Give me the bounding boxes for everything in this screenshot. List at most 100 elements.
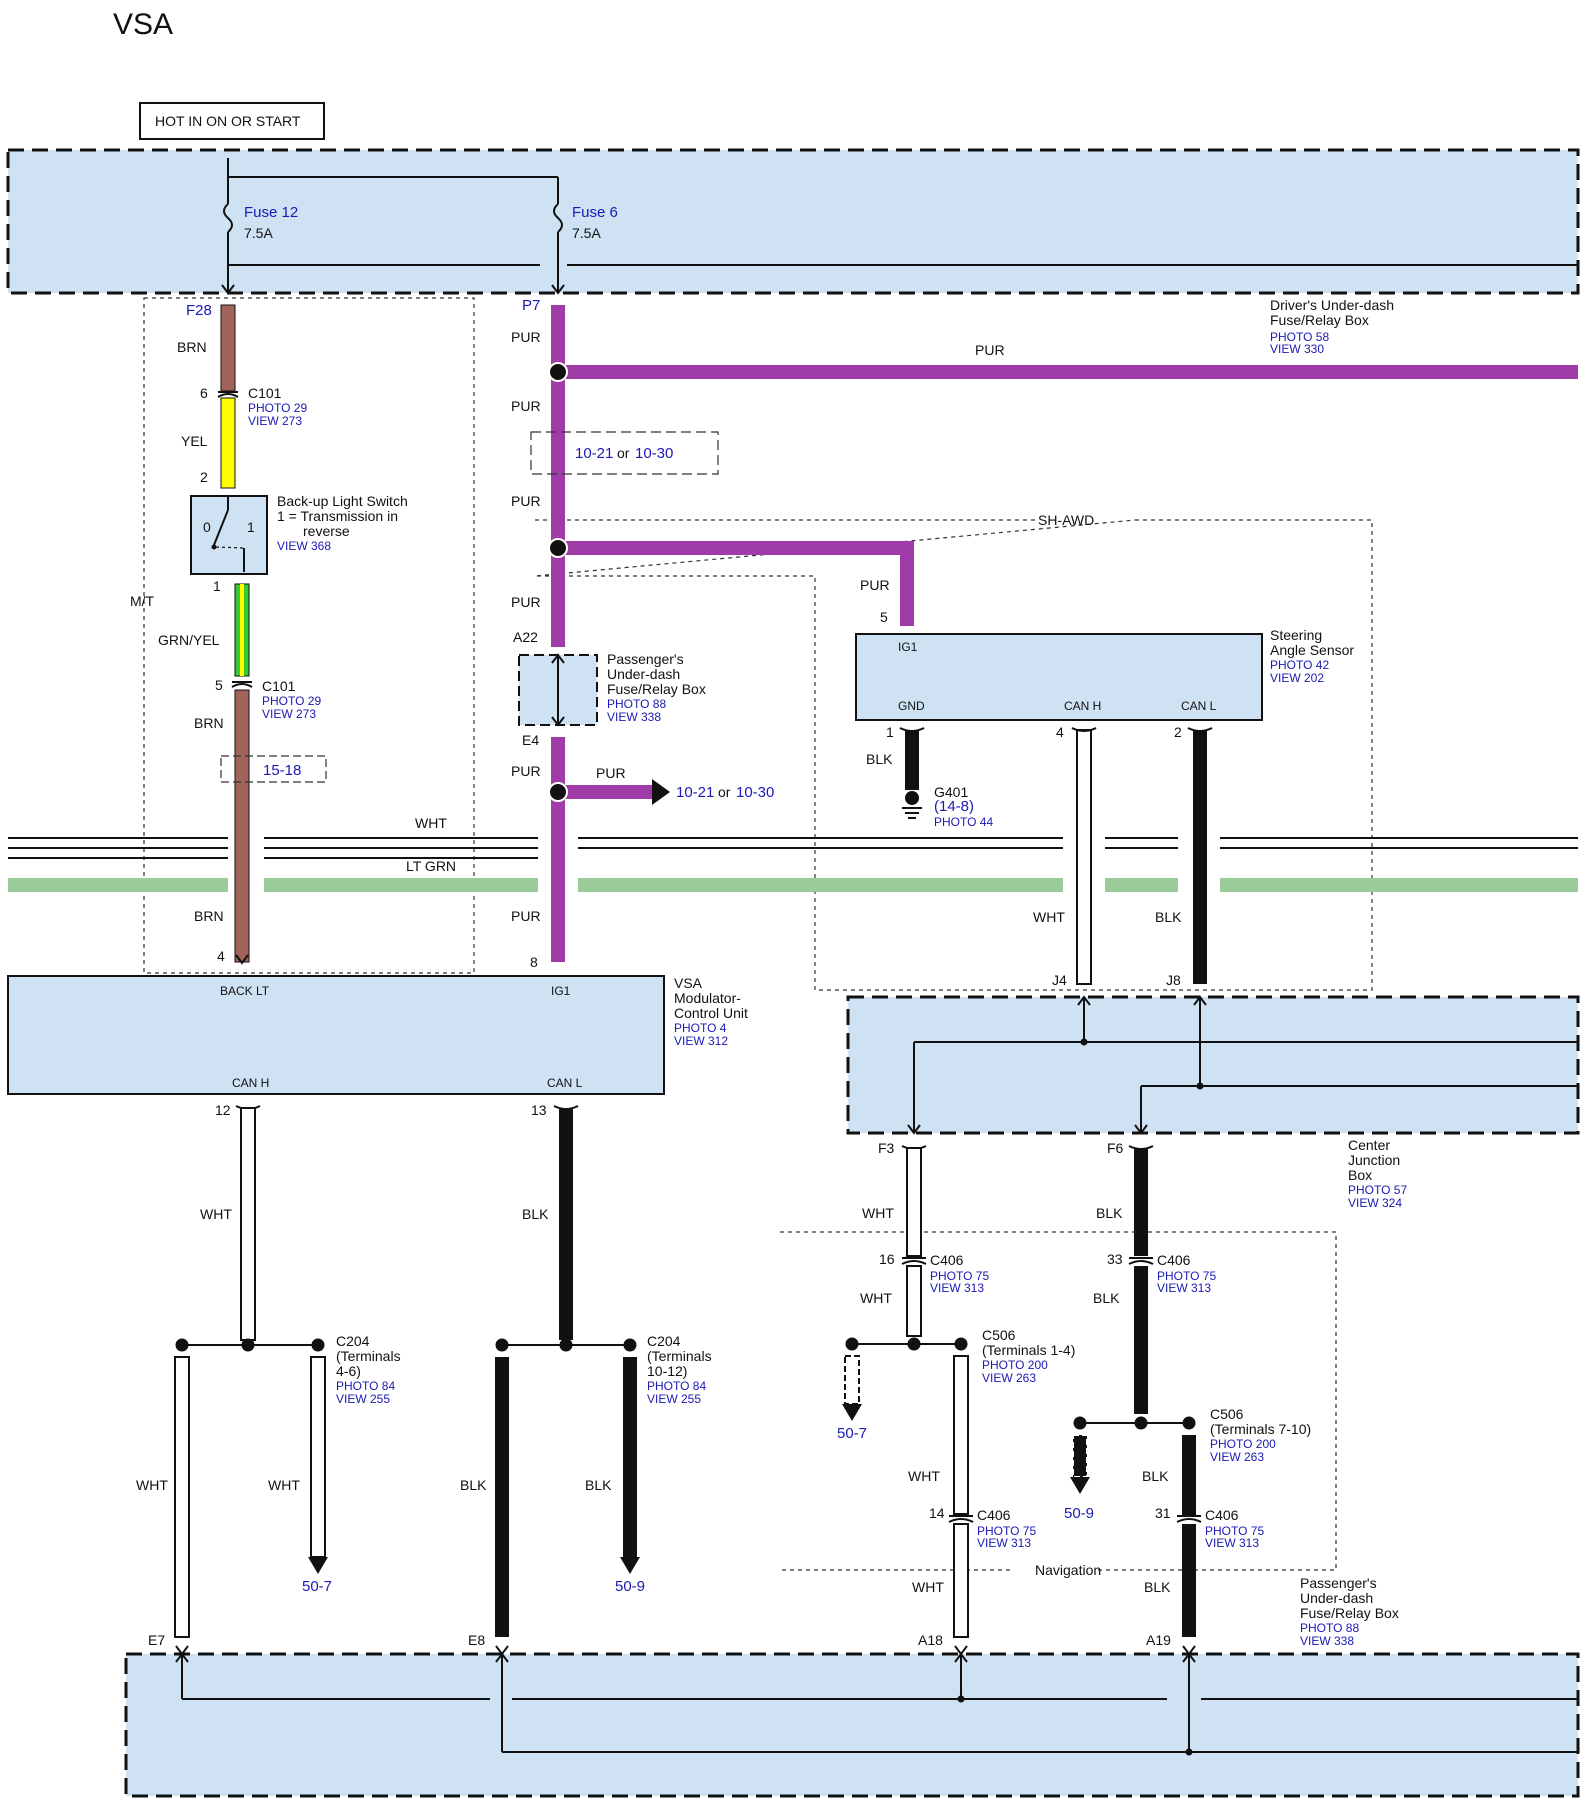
shawd-region	[534, 519, 1373, 991]
cjb-view: VIEW 324	[1348, 1196, 1402, 1210]
c506a-view: VIEW 263	[982, 1371, 1036, 1385]
mt-label: M/T	[130, 593, 155, 609]
vsa-canh: CAN H	[232, 1076, 269, 1090]
c204a-photo: PHOTO 84	[336, 1379, 395, 1393]
vsa-photo: PHOTO 4	[674, 1021, 727, 1035]
sensor-label-1: Steering	[1270, 627, 1322, 643]
pass-box-arrow-down	[551, 716, 565, 727]
pur-label-7: PUR	[511, 908, 541, 924]
wht-canh-label: WHT	[1033, 909, 1065, 925]
c204a-ref[interactable]: 50-7	[302, 1578, 332, 1595]
wire-pur-branch	[558, 541, 914, 626]
c406c-conn	[948, 1515, 974, 1523]
vsa-blk-label: BLK	[522, 1206, 549, 1222]
pur-label-5: PUR	[511, 763, 541, 779]
nav-ref-50-7[interactable]: 50-7	[837, 1425, 867, 1442]
power-label: HOT IN ON OR START	[155, 113, 301, 129]
c204a-wht-2: WHT	[268, 1477, 300, 1493]
ltgrn-bus-1	[8, 878, 228, 892]
pur-label-4: PUR	[511, 594, 541, 610]
vsa-canl: CAN L	[547, 1076, 583, 1090]
wire-wht-50-7	[310, 1356, 326, 1558]
ref-or: or	[617, 445, 630, 461]
c204b-dot-l	[495, 1338, 509, 1352]
c406a-pin: 16	[879, 1251, 895, 1267]
c204b-l2: (Terminals	[647, 1348, 712, 1364]
splice-1518	[220, 755, 327, 783]
c406c-photo: PHOTO 75	[977, 1524, 1036, 1538]
vsa-label-1: VSA	[674, 975, 703, 991]
cjb-label-3: Box	[1348, 1167, 1372, 1183]
brn-pin4-arrow	[235, 954, 249, 965]
fuse6-arrow	[551, 284, 565, 295]
wht-bus-label: WHT	[415, 815, 447, 831]
nav-ref-50-9[interactable]: 50-9	[1064, 1505, 1094, 1522]
wire-blk-c406b	[1134, 1266, 1148, 1414]
pass-box-bottom-label-1: Passenger's	[1300, 1575, 1377, 1591]
driver-box-view: VIEW 330	[1270, 342, 1324, 356]
fuse12-name: Fuse 12	[244, 204, 298, 221]
pass-box-bottom-label-2: Under-dash	[1300, 1590, 1373, 1606]
sensor-pin-4: 4	[1056, 724, 1064, 740]
switch-pos-1: 1	[247, 519, 255, 535]
ltgrn-bus-2	[264, 878, 538, 892]
c204a-arrow	[308, 1557, 328, 1574]
driver-box-label-1: Driver's Under-dash	[1270, 297, 1394, 313]
c506a-dot-l	[845, 1337, 859, 1351]
wire-blk-e8	[495, 1357, 509, 1637]
arrow-ref-10-30[interactable]: 10-30	[736, 784, 774, 801]
connector-c101-top	[217, 391, 239, 398]
vsa-view: VIEW 312	[674, 1034, 728, 1048]
navigation-label: Navigation	[1035, 1562, 1101, 1578]
nav-blk-3: BLK	[1142, 1468, 1169, 1484]
pin-f3: F3	[878, 1140, 895, 1156]
pur-label-shawd: PUR	[860, 577, 890, 593]
vsa-pin-13: 13	[531, 1102, 547, 1118]
c101b-label: C101	[262, 678, 296, 694]
c204b-ref[interactable]: 50-9	[615, 1578, 645, 1595]
c204a-name: C204	[336, 1333, 370, 1349]
g401-ref[interactable]: (14-8)	[934, 798, 974, 815]
g401-photo: PHOTO 44	[934, 815, 993, 829]
vsa-back-lt: BACK LT	[220, 984, 270, 998]
arrow-ref-10-21[interactable]: 10-21	[676, 784, 714, 801]
switch-pos-0: 0	[203, 519, 211, 535]
ref-10-30[interactable]: 10-30	[635, 445, 673, 462]
pass-box-label-2: Under-dash	[607, 666, 680, 682]
sensor-photo: PHOTO 42	[1270, 658, 1329, 672]
switch-arm	[213, 509, 229, 546]
ref-15-18[interactable]: 15-18	[263, 762, 301, 779]
sensor-pin-2: 2	[1174, 724, 1182, 740]
vsa-pin-12: 12	[215, 1102, 231, 1118]
c406b-view: VIEW 313	[1157, 1281, 1211, 1295]
pin-a18: A18	[918, 1632, 943, 1648]
pin-6: 6	[200, 385, 208, 401]
pass-box-label-3: Fuse/Relay Box	[607, 681, 706, 697]
brn-label-1: BRN	[177, 339, 207, 355]
pur-label-1: PUR	[511, 329, 541, 345]
sensor-ig1: IG1	[898, 640, 918, 654]
wire-blk-c506b	[1182, 1435, 1196, 1515]
nav-blk-4: BLK	[1144, 1579, 1171, 1595]
nav-wht-1: WHT	[862, 1205, 894, 1221]
c406c-pin: 14	[929, 1505, 945, 1521]
c506b-dot-r	[1182, 1416, 1196, 1430]
c406a-view: VIEW 313	[930, 1281, 984, 1295]
center-junction-box	[846, 995, 1580, 1135]
fuse12-symbol	[223, 203, 233, 233]
c506a-name: C506	[982, 1327, 1016, 1343]
pin-e8: E8	[468, 1632, 485, 1648]
c406d-pin: 31	[1155, 1505, 1171, 1521]
cjb-f3-arrow	[907, 1124, 921, 1135]
steering-angle-sensor	[855, 633, 1263, 721]
canh-cup	[1071, 727, 1097, 732]
c204a-wht-1: WHT	[136, 1477, 168, 1493]
c204a-l3: 4-6)	[336, 1363, 361, 1379]
navigation-region	[780, 1231, 1337, 1571]
ref-10-21[interactable]: 10-21	[575, 445, 613, 462]
pin-2: 2	[200, 469, 208, 485]
c406a-name: C406	[930, 1252, 964, 1268]
c506a-dot-m	[907, 1337, 921, 1351]
wire-wht-vsa-canh	[240, 1107, 256, 1341]
nav-blk-2: BLK	[1093, 1290, 1120, 1306]
